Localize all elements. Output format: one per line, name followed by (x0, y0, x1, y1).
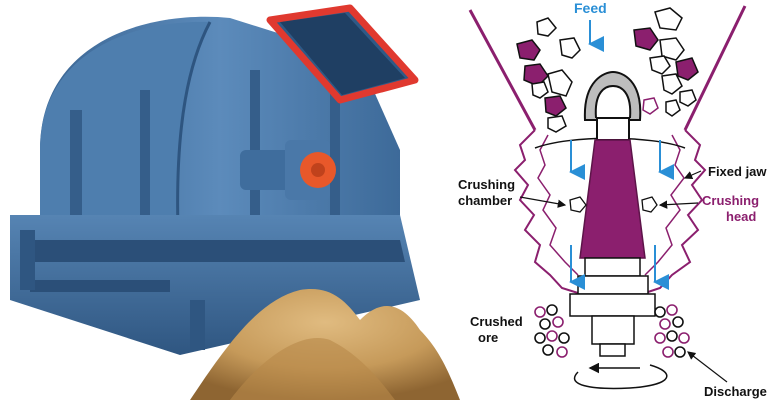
hopper-red-rim (266, 4, 419, 104)
label-fixed-jaw: Fixed jaw (708, 164, 767, 179)
feed-rocks (516, 7, 699, 133)
label-crushing-chamber-line1: Crushing (458, 177, 515, 192)
crushing-head (579, 139, 646, 259)
rotation-arrow (573, 364, 668, 390)
label-crushing-head-line1: Crushing (702, 193, 759, 208)
crushed-ore-pebbles (534, 304, 690, 358)
label-feed: Feed (574, 0, 607, 16)
crusher-machine-photo (10, 4, 460, 400)
label-crushing-chamber-line2: chamber (458, 193, 512, 208)
fixed-jaw-left (513, 129, 579, 294)
label-crushed-ore-line2: ore (478, 330, 498, 345)
label-crushing-head-line2: head (726, 209, 756, 224)
fixed-jaw-right (644, 129, 707, 294)
label-crushed-ore-line1: Crushed (470, 314, 523, 329)
drum-front-face (40, 21, 210, 230)
label-discharge: Discharge (704, 384, 767, 399)
